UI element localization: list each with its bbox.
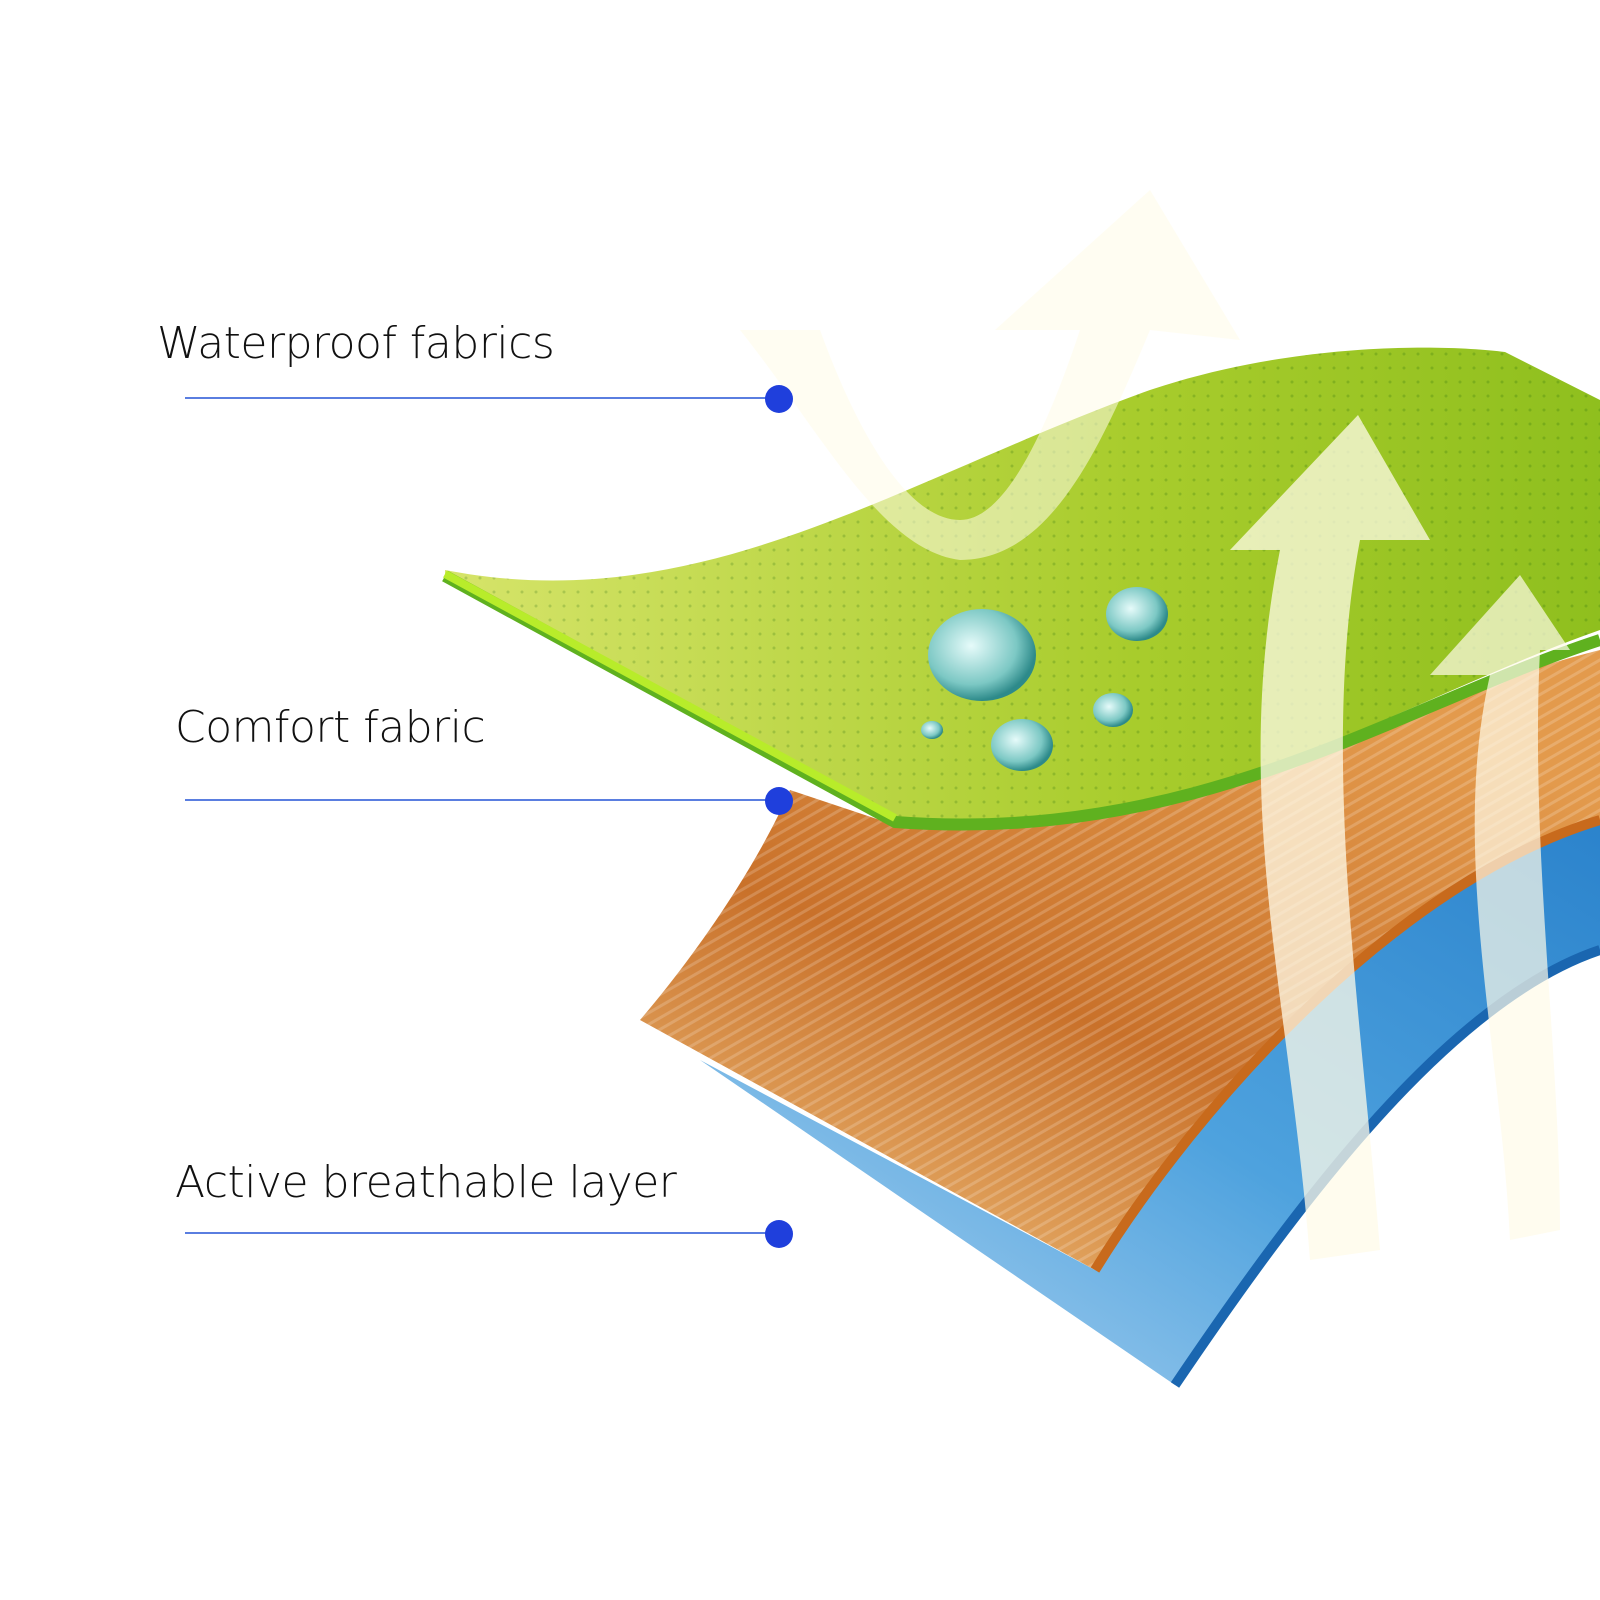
label-comfort-fabric: Comfort fabric <box>175 702 486 753</box>
marker-dot-waterproof <box>765 385 793 413</box>
leader-line-comfort <box>185 799 775 801</box>
marker-dot-comfort <box>765 787 793 815</box>
airflow-arrows-icon <box>740 190 1570 1260</box>
label-active-breathable-layer: Active breathable layer <box>175 1157 677 1208</box>
leader-line-waterproof <box>185 397 775 399</box>
leader-line-breathable <box>185 1232 775 1234</box>
label-waterproof-fabrics: Waterproof fabrics <box>157 318 555 369</box>
active-breathable-layer-shape <box>700 820 1600 1385</box>
water-drops-icon <box>921 587 1168 771</box>
marker-dot-breathable <box>765 1220 793 1248</box>
